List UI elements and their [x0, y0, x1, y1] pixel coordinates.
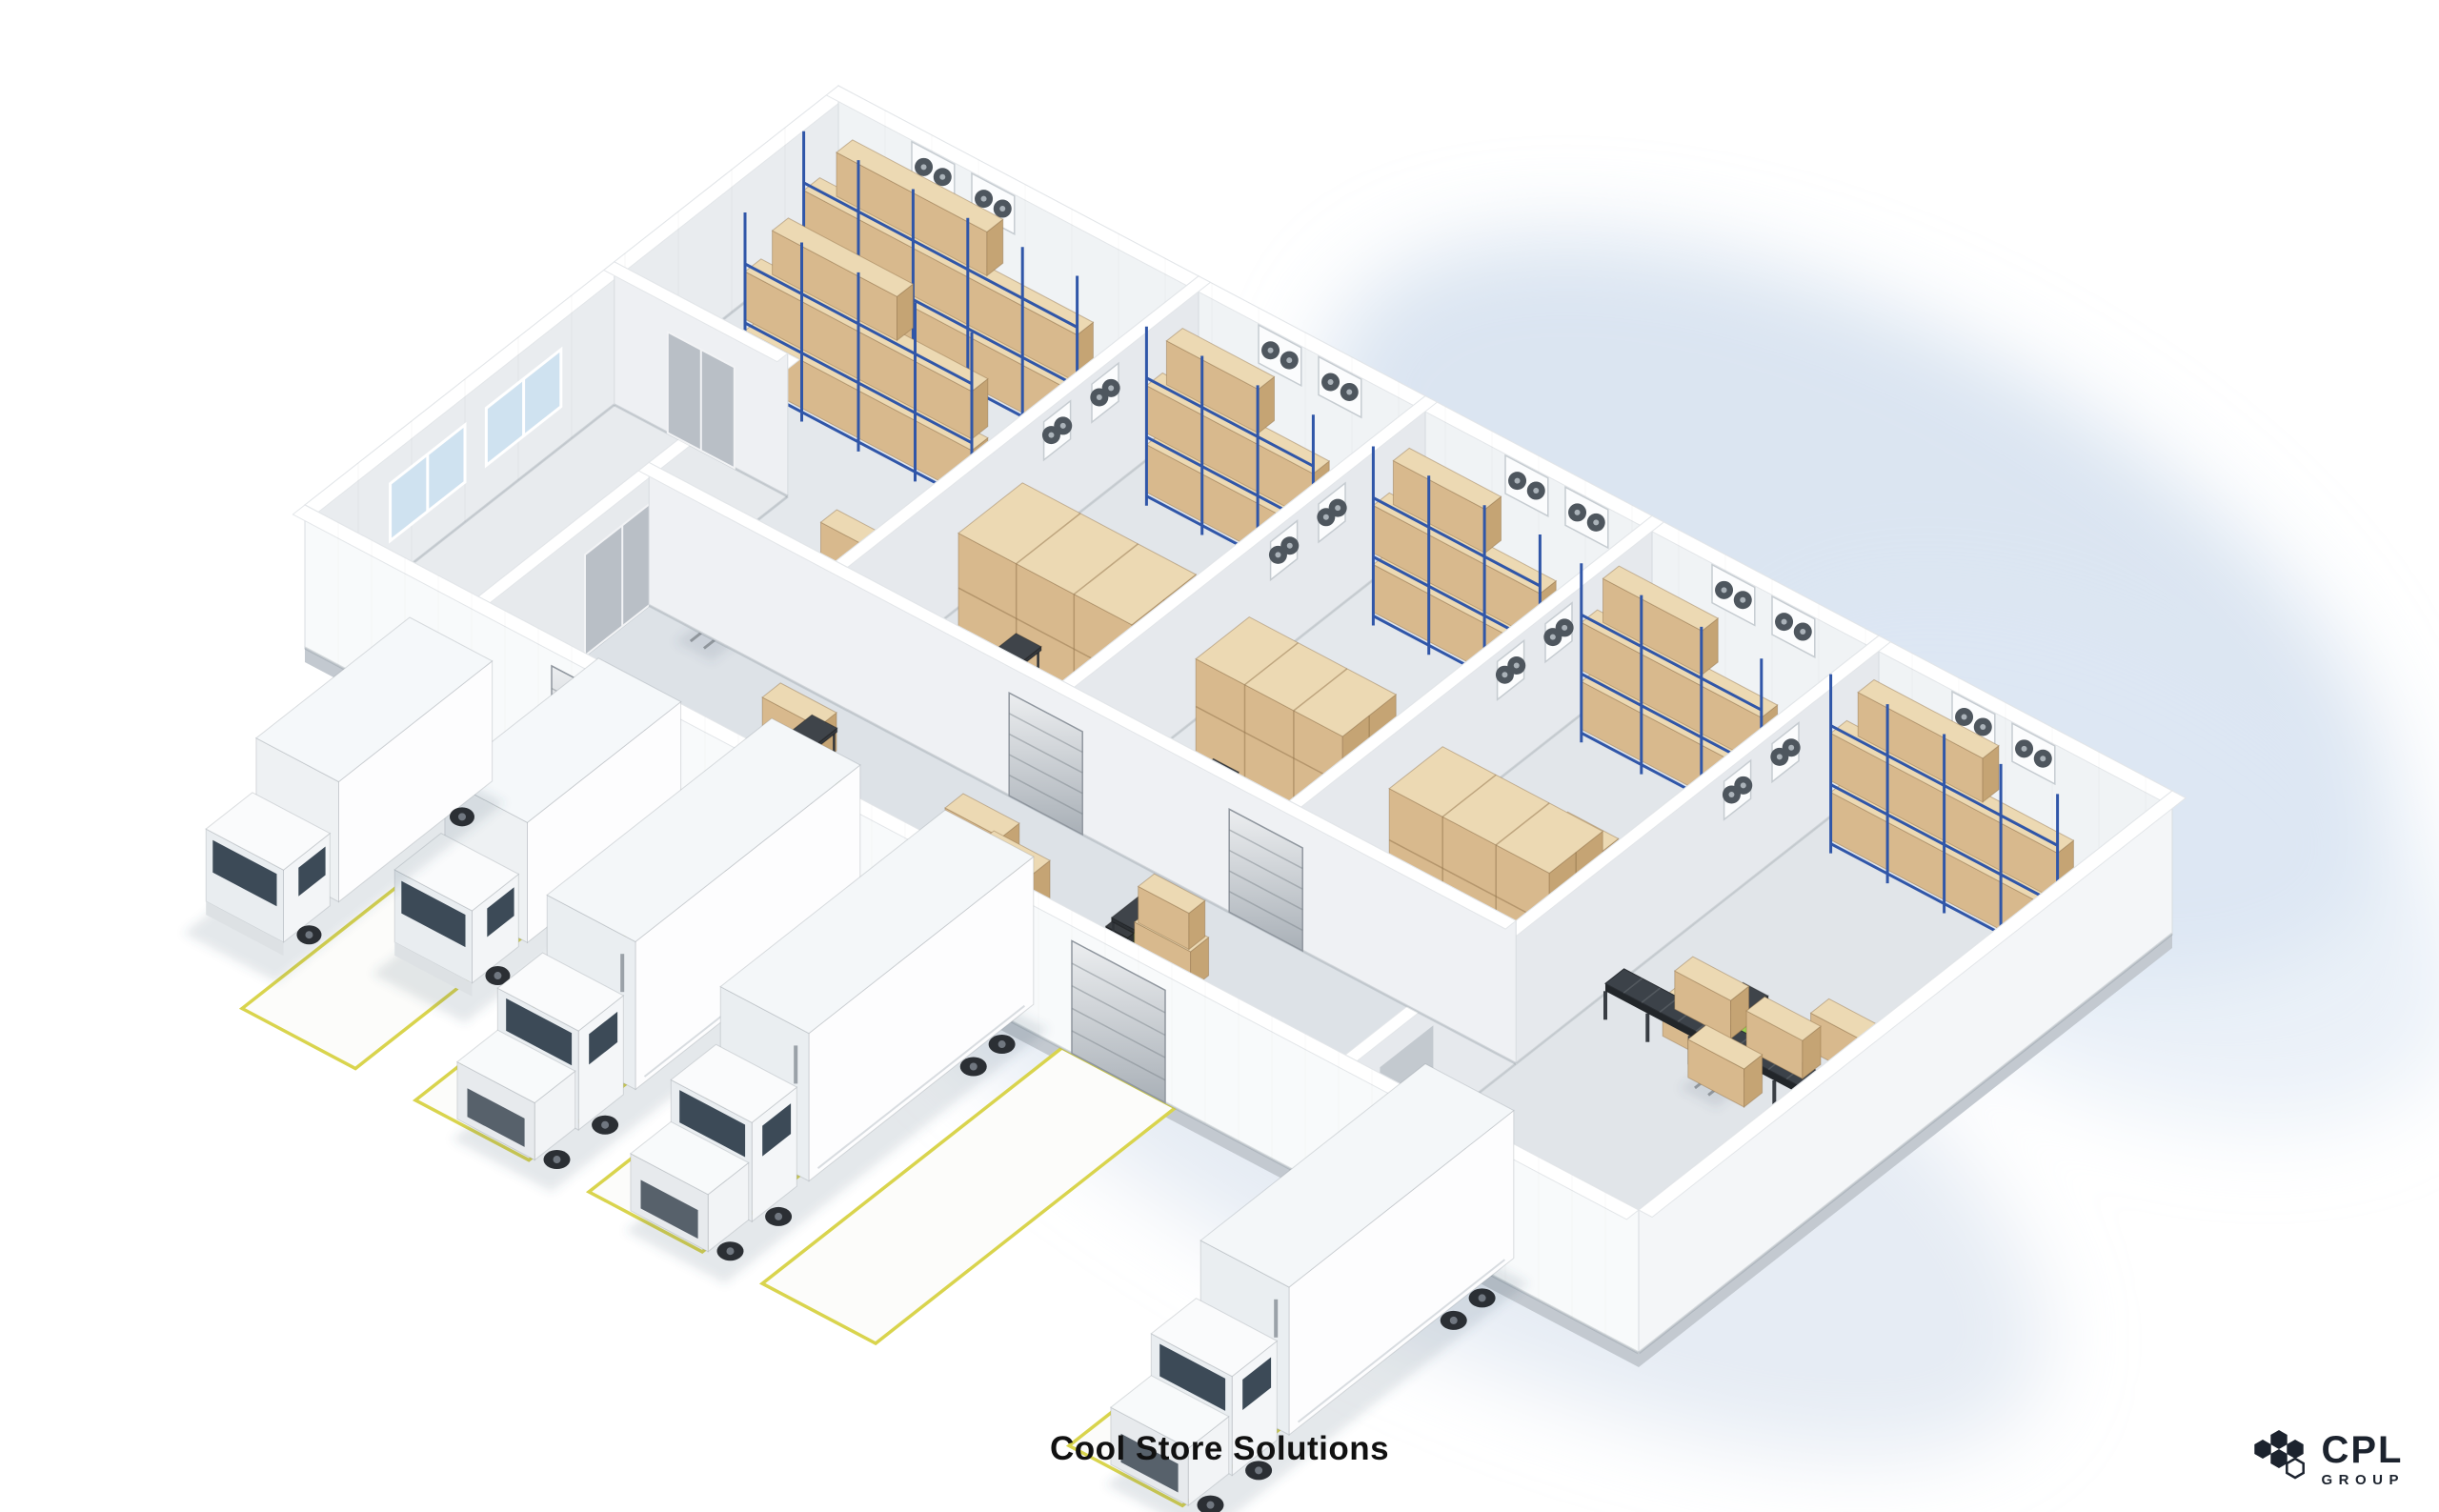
office-window [389, 421, 467, 544]
logo-text: CPL GROUP [2321, 1431, 2405, 1487]
cpl-group-logo: CPL GROUP [2248, 1428, 2405, 1489]
fan-unit [1495, 638, 1526, 701]
carton-stack [1673, 956, 1750, 1040]
fan-unit [1564, 486, 1609, 550]
office-door [666, 330, 736, 471]
truck-semi [625, 809, 1049, 1284]
fan-unit [1318, 355, 1362, 419]
fan-unit [971, 171, 1016, 235]
fan-unit [1041, 399, 1073, 462]
pallet-rack [1580, 563, 1779, 838]
office-window [484, 346, 563, 469]
fan-unit [1770, 721, 1801, 784]
logo-name: CPL [2321, 1428, 2404, 1471]
hexagon-cluster-icon [2254, 1430, 2306, 1480]
fan-unit [1771, 595, 1816, 658]
fan-unit [1317, 481, 1347, 544]
truck-box [183, 616, 505, 982]
warehouse-3d [183, 84, 2187, 1512]
fan-unit [1722, 758, 1753, 821]
roller-door [1008, 691, 1083, 837]
fan-unit [2011, 721, 2056, 786]
roller-door [1228, 808, 1303, 953]
fan-unit [1951, 690, 1996, 754]
dock-roller-door [1071, 939, 1166, 1104]
truck-semi [1105, 1063, 1529, 1512]
carton-stack [1686, 1024, 1764, 1109]
fan-unit [1711, 563, 1756, 627]
fan-unit [1504, 454, 1549, 517]
fan-unit [911, 140, 956, 204]
fan-unit [1090, 361, 1120, 424]
pallet-rack [743, 212, 989, 512]
caption: Cool Store Solutions [1049, 1430, 1390, 1467]
fan-unit [1543, 601, 1574, 664]
se-wall [1638, 789, 2187, 1355]
fan-unit [1268, 519, 1300, 582]
carton-stack [1745, 996, 1822, 1080]
logo-sub: GROUP [2321, 1471, 2405, 1488]
fan-unit [1258, 323, 1302, 388]
